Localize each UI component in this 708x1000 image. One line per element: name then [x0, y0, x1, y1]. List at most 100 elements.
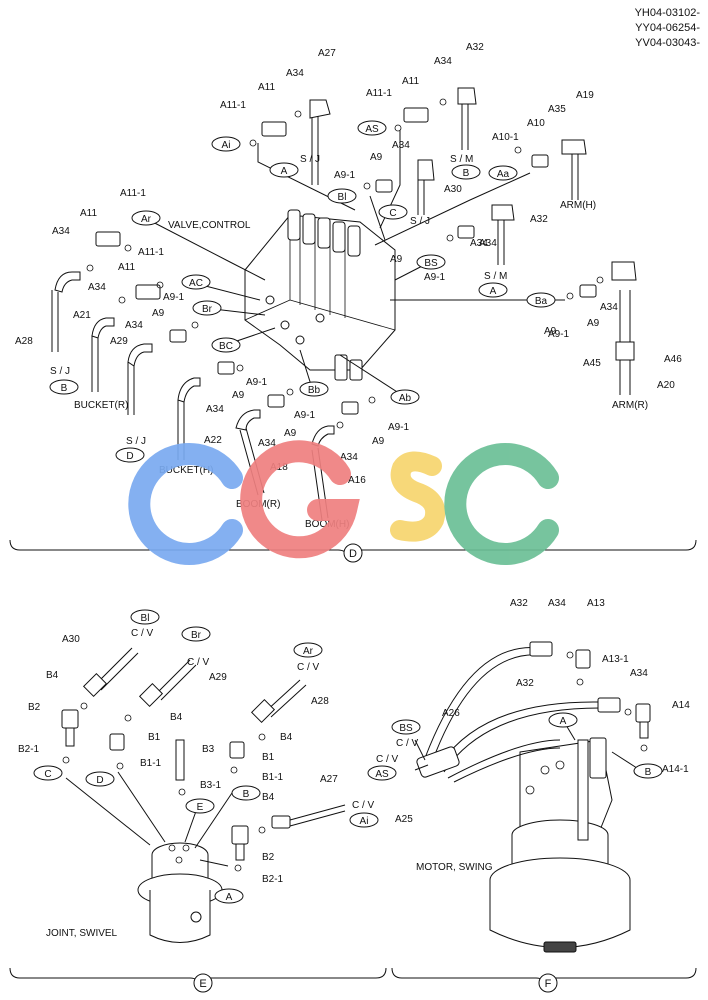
- callout-a27-cv: C / V: [352, 800, 375, 811]
- callout-a13: A13: [587, 598, 605, 609]
- callout-b3: B3: [202, 744, 215, 755]
- svg-text:B: B: [61, 383, 68, 394]
- watermark-letter-s: [390, 451, 446, 542]
- callout-a9-1: A9-1: [548, 329, 570, 340]
- callout-a29-cv: C / V: [187, 657, 210, 668]
- callout-a32: A32: [510, 598, 528, 609]
- motor-swing-title: MOTOR, SWING: [416, 862, 493, 873]
- port-bl: Bl: [130, 609, 160, 625]
- svg-text:BC: BC: [219, 341, 233, 352]
- section-d-labels: VALVE,CONTROL A27 A34 A11 A11-1 A32 A34 …: [15, 42, 682, 486]
- port-ai: Ai: [211, 136, 241, 152]
- callout-a25: A25: [395, 814, 413, 825]
- svg-text:A: A: [490, 286, 497, 297]
- callout-a9-1: A9-1: [163, 292, 185, 303]
- callout-a11-1: A11-1: [220, 100, 246, 111]
- port-bs: BS: [391, 719, 421, 735]
- hose-label-sj: S / J: [126, 436, 146, 447]
- port-a: A: [478, 282, 508, 298]
- callout-a27: A27: [318, 48, 336, 59]
- cv-label-bs: C / V: [396, 738, 419, 749]
- section-d-bracket: D: [9, 539, 697, 563]
- port-d: D: [85, 771, 115, 787]
- port-as: AS: [357, 120, 387, 136]
- callout-a28: A28: [311, 696, 329, 707]
- svg-text:D: D: [96, 775, 103, 786]
- callout-a30: A30: [62, 634, 80, 645]
- cv-label-as: C / V: [376, 754, 399, 765]
- callout-a9: A9: [390, 254, 403, 265]
- view-label-e: E: [199, 978, 206, 990]
- svg-text:AS: AS: [375, 769, 389, 780]
- callout-a9: A9: [587, 318, 600, 329]
- svg-text:E: E: [197, 802, 204, 813]
- section-e-ports: Bl Br Ar C D E B A Ai: [33, 609, 379, 904]
- port-a: A: [269, 162, 299, 178]
- port-b: B: [633, 763, 663, 779]
- svg-text:A: A: [281, 166, 288, 177]
- section-e-drawing: [61, 647, 346, 943]
- svg-text:AS: AS: [365, 124, 379, 135]
- callout-a11-1: A11-1: [366, 88, 392, 99]
- svg-text:B: B: [645, 767, 652, 778]
- callout-a10: A10: [527, 118, 545, 129]
- callout-a28: A28: [15, 336, 33, 347]
- svg-text:C: C: [44, 769, 51, 780]
- callout-b4: B4: [262, 792, 275, 803]
- callout-a35: A35: [548, 104, 566, 115]
- code-3: YV04-03043-: [635, 37, 700, 49]
- section-f-ports: BS AS A B: [367, 712, 663, 781]
- port-b: B: [49, 379, 79, 395]
- svg-text:Ab: Ab: [399, 393, 412, 404]
- port-ab: Ab: [390, 389, 420, 405]
- watermark-letter-c: [128, 443, 243, 565]
- hose-label-arm-r: ARM(R): [612, 400, 648, 411]
- svg-text:B: B: [463, 168, 470, 179]
- hose-label-bucket-r: BUCKET(R): [74, 400, 128, 411]
- port-bl: Bl: [327, 188, 357, 204]
- port-bc: BC: [211, 337, 241, 353]
- svg-text:Ai: Ai: [360, 816, 369, 827]
- callout-a34: A34: [470, 238, 488, 249]
- svg-text:Aa: Aa: [497, 169, 510, 180]
- callout-a11: A11: [402, 76, 419, 87]
- callout-a34: A34: [434, 56, 452, 67]
- callout-a29: A29: [110, 336, 128, 347]
- port-ba: Ba: [526, 292, 556, 308]
- section-f-drawing: [414, 641, 651, 953]
- callout-b4: B4: [170, 712, 183, 723]
- callout-a45: A45: [583, 358, 601, 369]
- callout-a11: A11: [80, 208, 97, 219]
- port-b: B: [451, 164, 481, 180]
- view-label-d: D: [349, 548, 357, 560]
- hose-label-sm: S / M: [450, 154, 473, 165]
- callout-a20: A20: [657, 380, 675, 391]
- svg-text:Ai: Ai: [222, 140, 231, 151]
- section-d-ports: Ai AS Aa Bl Ar AC Br BC Bb Ab BS Ba A B …: [49, 120, 556, 463]
- callout-b1-1: B1-1: [140, 758, 162, 769]
- hose-label-arm-h: ARM(H): [560, 200, 596, 211]
- svg-text:Ba: Ba: [535, 296, 548, 307]
- callout-a11-1: A11-1: [120, 188, 146, 199]
- svg-text:B: B: [243, 789, 250, 800]
- callout-a34: A34: [125, 320, 143, 331]
- callout-a9-1: A9-1: [424, 272, 446, 283]
- callout-b1-1: B1-1: [262, 772, 284, 783]
- callout-a34: A34: [548, 598, 566, 609]
- section-f-bracket: F: [391, 967, 697, 993]
- watermark-letter-c: [444, 443, 559, 565]
- callout-a29: A29: [209, 672, 227, 683]
- code-1: YH04-03102-: [635, 7, 701, 19]
- callout-a34: A34: [630, 668, 648, 679]
- port-a: A: [214, 888, 244, 904]
- svg-text:Ar: Ar: [303, 646, 314, 657]
- callout-a10-1: A10-1: [492, 132, 519, 143]
- section-e-labels: A30 B4 B2 B2-1 C / V A29 B4 B1 B3 B1-1 B…: [18, 628, 375, 939]
- port-aa: Aa: [488, 165, 518, 181]
- port-bs: BS: [416, 254, 446, 270]
- callout-a19: A19: [576, 90, 594, 101]
- callout-a11: A11: [118, 262, 135, 273]
- header-codes: YH04-03102- YY04-06254- YV04-03043-: [635, 7, 701, 49]
- callout-a34: A34: [479, 238, 497, 249]
- callout-a32: A32: [516, 678, 534, 689]
